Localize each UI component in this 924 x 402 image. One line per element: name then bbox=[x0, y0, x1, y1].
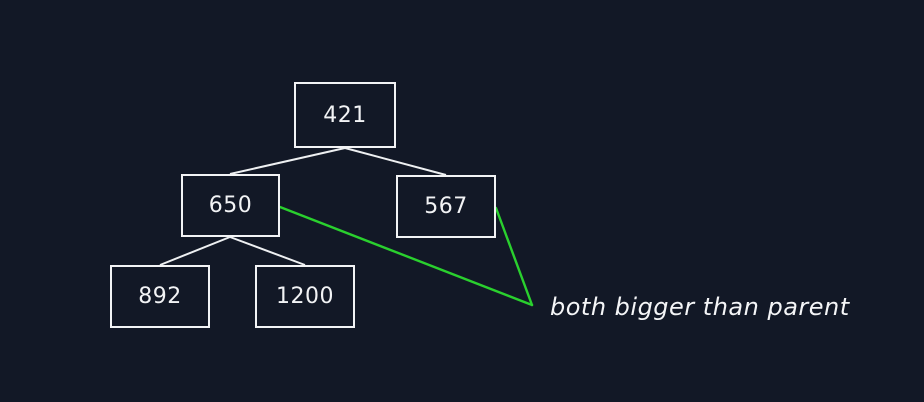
tree-node-right-grandchild: 1200 bbox=[255, 265, 355, 328]
tree-node-root: 421 bbox=[294, 82, 396, 148]
annotation-label: both bigger than parent bbox=[550, 293, 850, 321]
node-value: 1200 bbox=[276, 284, 334, 309]
tree-node-right-child: 567 bbox=[396, 175, 496, 238]
annotation-line-from-567 bbox=[494, 206, 534, 307]
node-value: 567 bbox=[424, 194, 468, 219]
node-value: 421 bbox=[323, 102, 367, 128]
node-value: 650 bbox=[208, 193, 253, 218]
edge-left-to-left-grandchild bbox=[159, 236, 231, 266]
annotation-line-from-650 bbox=[278, 205, 534, 307]
tree-node-left-grandchild: 892 bbox=[110, 265, 210, 328]
edge-root-to-left-child bbox=[229, 147, 346, 175]
edge-root-to-right-child bbox=[344, 147, 447, 176]
tree-node-left-child: 650 bbox=[181, 174, 280, 237]
node-value: 892 bbox=[138, 284, 182, 309]
edge-left-to-right-grandchild bbox=[229, 236, 306, 266]
